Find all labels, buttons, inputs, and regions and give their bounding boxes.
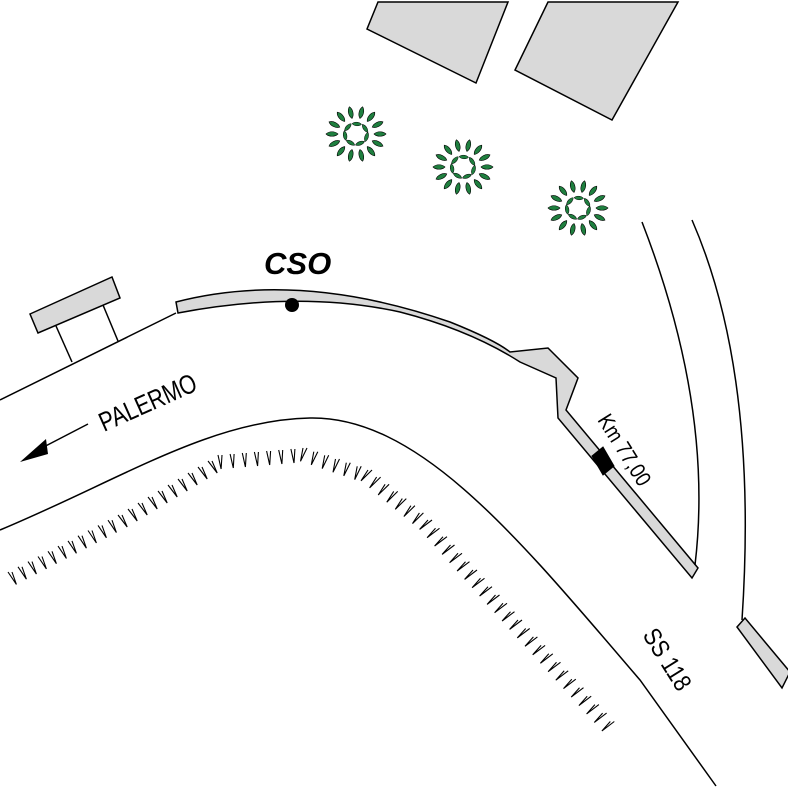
station-dot-icon bbox=[285, 298, 299, 312]
hatch-tick bbox=[67, 540, 77, 554]
hatch-tick bbox=[354, 466, 362, 480]
hatch-tick bbox=[266, 450, 272, 466]
hatch-tick bbox=[167, 484, 178, 498]
hatch-tick bbox=[321, 455, 330, 469]
hatch-tick bbox=[524, 636, 538, 647]
sidewalk-corner bbox=[736, 616, 788, 690]
building-post bbox=[55, 325, 73, 363]
roadside-building bbox=[29, 275, 121, 334]
hatch-tick bbox=[107, 519, 117, 533]
hatch-tick bbox=[17, 566, 27, 580]
hatch-tick bbox=[570, 687, 584, 698]
building bbox=[514, 1, 680, 121]
hatch-tick bbox=[299, 447, 308, 462]
hatch-tick bbox=[434, 536, 448, 547]
hatch-tick bbox=[157, 490, 168, 504]
station-label: CSO bbox=[264, 246, 331, 281]
hatch-tick bbox=[229, 453, 235, 469]
hatch-tick bbox=[137, 502, 148, 516]
hatch-tick bbox=[532, 644, 546, 656]
building-post bbox=[102, 304, 119, 342]
hatch-tick bbox=[509, 619, 523, 630]
hatch-tick bbox=[360, 469, 373, 482]
tree-icon bbox=[432, 138, 494, 196]
hatch-tick bbox=[37, 556, 47, 570]
hatch-tick bbox=[516, 628, 531, 639]
hatch-tick bbox=[332, 458, 340, 473]
hatch-tick bbox=[412, 512, 424, 524]
hatch-tick bbox=[310, 451, 319, 466]
hatch-tick bbox=[369, 476, 381, 489]
hatch-tick bbox=[547, 661, 561, 673]
side-road-right-edge bbox=[691, 219, 746, 621]
hatch-tick bbox=[57, 545, 67, 559]
tree-icon bbox=[547, 179, 609, 237]
hatch-tick bbox=[241, 452, 247, 468]
road-edge-upper bbox=[0, 312, 177, 401]
hatch-tick bbox=[386, 491, 399, 503]
hatch-tick bbox=[578, 695, 592, 707]
road-label: SS 118 bbox=[637, 623, 697, 696]
hatch-tick bbox=[555, 670, 569, 681]
hatch-tick bbox=[593, 712, 607, 723]
embankment-hatching bbox=[7, 447, 615, 732]
sidewalk bbox=[175, 289, 699, 580]
hatch-tick bbox=[479, 586, 493, 597]
hatch-tick bbox=[563, 678, 577, 690]
hatch-tick bbox=[464, 569, 478, 580]
hatch-tick bbox=[539, 653, 554, 664]
tree-icon bbox=[325, 105, 387, 163]
hatch-tick bbox=[87, 530, 97, 544]
trees bbox=[325, 105, 609, 237]
direction-label: PALERMO bbox=[95, 369, 202, 439]
hatch-tick bbox=[586, 704, 600, 715]
hatch-tick bbox=[147, 496, 158, 510]
hatch-tick bbox=[290, 448, 296, 464]
hatch-tick bbox=[441, 544, 455, 555]
hatch-tick bbox=[601, 721, 615, 732]
hatch-tick bbox=[449, 552, 463, 564]
hatch-tick bbox=[456, 561, 470, 572]
hatch-tick bbox=[97, 525, 107, 539]
hatch-tick bbox=[426, 527, 440, 539]
road-edge-lower bbox=[0, 417, 717, 787]
hatch-tick bbox=[486, 594, 500, 605]
hatch-tick bbox=[494, 602, 508, 614]
hatch-tick bbox=[117, 514, 128, 528]
hatch-tick bbox=[207, 460, 218, 474]
hatch-tick bbox=[377, 483, 390, 496]
km-marker bbox=[591, 446, 615, 476]
hatch-tick bbox=[7, 571, 17, 585]
hatch-tick bbox=[253, 451, 259, 467]
hatch-tick bbox=[197, 466, 208, 480]
hatch-tick bbox=[419, 519, 433, 530]
hatch-tick bbox=[278, 449, 284, 465]
hatch-tick bbox=[127, 508, 138, 522]
building bbox=[366, 1, 510, 85]
hatch-tick bbox=[177, 478, 188, 492]
hatch-tick bbox=[343, 462, 351, 477]
hatch-tick bbox=[501, 611, 515, 622]
side-road-left-edge bbox=[641, 221, 700, 566]
hatch-tick bbox=[471, 577, 485, 589]
hatch-tick bbox=[217, 454, 223, 470]
hatch-tick bbox=[403, 505, 416, 517]
hatch-tick bbox=[187, 472, 198, 486]
hatch-tick bbox=[27, 561, 37, 575]
hatch-tick bbox=[394, 498, 407, 510]
hatch-tick bbox=[47, 550, 57, 565]
arrow-left-icon bbox=[20, 423, 89, 462]
hatch-tick bbox=[77, 535, 87, 549]
